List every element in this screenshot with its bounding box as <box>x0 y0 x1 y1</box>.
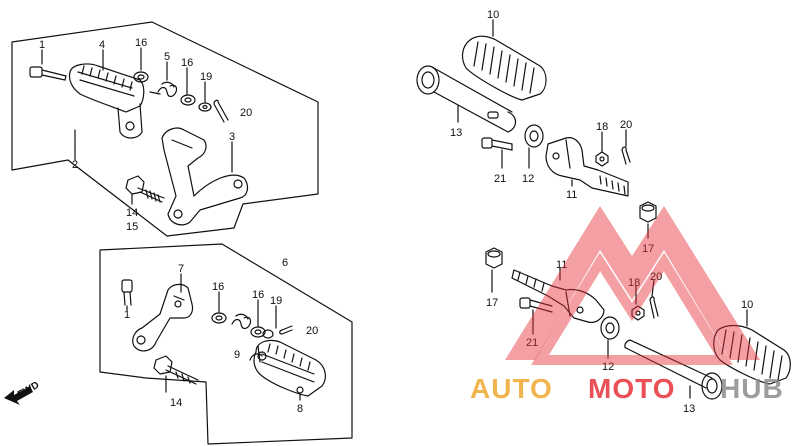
callout-16: 16 <box>135 37 147 49</box>
watermark-text-moto: MOTO <box>588 373 675 404</box>
callout-18: 18 <box>596 121 608 133</box>
callout-10: 10 <box>487 9 499 21</box>
nut-icon <box>631 305 645 321</box>
washer-icon <box>524 124 544 148</box>
callout-20: 20 <box>240 107 252 119</box>
nut-icon <box>485 247 503 269</box>
shaft-icon <box>624 339 723 400</box>
cotter-pin-icon <box>621 146 631 165</box>
cotter-pin-icon <box>279 325 293 335</box>
spring-icon <box>231 313 252 330</box>
upper-left-frame <box>11 21 319 237</box>
spring-icon <box>149 81 178 98</box>
bolt-icon <box>29 66 67 81</box>
callout-7: 7 <box>178 263 184 275</box>
bracket-icon <box>511 269 605 323</box>
footpeg-rubber-icon <box>461 35 547 101</box>
callout-9: 9 <box>234 349 240 361</box>
watermark-text-hub: HUB <box>720 373 784 404</box>
footpeg-icon <box>249 339 326 397</box>
fwd-arrow-icon: FWD <box>4 380 41 405</box>
callout-21: 21 <box>526 337 538 349</box>
callout-13: 13 <box>450 127 462 139</box>
washer-icon <box>180 94 196 106</box>
washer-icon <box>262 329 274 339</box>
pin-icon <box>519 297 553 313</box>
callout-2: 2 <box>72 159 78 171</box>
bracket-icon <box>161 127 249 226</box>
bolt-icon <box>125 175 165 203</box>
washer-icon <box>600 316 620 340</box>
fwd-label: FWD <box>16 380 41 401</box>
callout-20: 20 <box>620 119 632 131</box>
washer-icon <box>250 326 266 338</box>
bracket-icon <box>132 283 194 352</box>
callout-11: 11 <box>556 259 567 271</box>
bolt-icon <box>121 279 133 306</box>
pin-icon <box>481 137 513 151</box>
washer-icon <box>211 312 227 324</box>
callout-8: 8 <box>297 403 303 415</box>
washer-icon <box>133 71 149 83</box>
callout-19: 19 <box>200 71 212 83</box>
callout-20: 20 <box>306 325 318 337</box>
callout-15: 15 <box>126 221 138 233</box>
callout-14: 14 <box>170 397 182 409</box>
callout-13: 13 <box>683 403 695 415</box>
callout-1: 1 <box>124 309 130 321</box>
bolt-icon <box>153 355 199 385</box>
washer-icon <box>198 102 212 112</box>
callout-16: 16 <box>212 281 224 293</box>
bracket-icon <box>545 137 629 197</box>
callout-6: 6 <box>282 257 288 269</box>
callout-1: 1 <box>39 39 45 51</box>
footpeg-rubber-icon <box>713 324 791 385</box>
callout-21: 21 <box>494 173 506 185</box>
watermark-logo: AUTO MOTO HUB <box>470 206 784 404</box>
cotter-pin-icon <box>649 296 659 319</box>
nut-icon <box>595 151 609 167</box>
callout-5: 5 <box>164 51 170 63</box>
callout-16: 16 <box>181 57 193 69</box>
lower-left-frame <box>99 243 353 445</box>
nut-icon <box>639 201 657 223</box>
cotter-pin-icon <box>213 99 229 123</box>
watermark-text-auto: AUTO <box>470 373 553 404</box>
callout-3: 3 <box>229 131 235 143</box>
callout-17: 17 <box>486 297 498 309</box>
shaft-icon <box>416 65 517 133</box>
callout-4: 4 <box>99 39 105 51</box>
callout-20: 20 <box>650 271 662 283</box>
callout-19: 19 <box>270 295 282 307</box>
callout-12: 12 <box>602 361 614 373</box>
callout-17: 17 <box>642 243 654 255</box>
callout-14: 14 <box>126 207 138 219</box>
callout-18: 18 <box>628 277 640 289</box>
callout-11: 11 <box>566 189 577 201</box>
callout-12: 12 <box>522 173 534 185</box>
callout-16: 16 <box>252 289 264 301</box>
callout-labels: 1 4 16 5 16 19 20 2 3 14 15 6 7 1 16 16 … <box>39 9 753 415</box>
callout-10: 10 <box>741 299 753 311</box>
footpeg-icon <box>68 63 145 139</box>
